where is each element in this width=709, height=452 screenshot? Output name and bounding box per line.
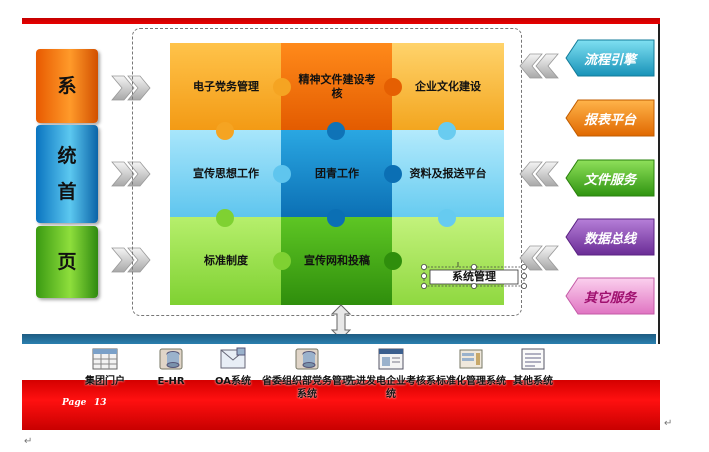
footer-red-band [22, 380, 660, 430]
paragraph-mark-icon: ↵ [664, 418, 673, 429]
chevron-right-icon [110, 74, 154, 102]
service-report-platform[interactable]: 报表平台 [562, 98, 658, 138]
top-red-bar [22, 18, 660, 24]
module-web-submission[interactable]: 宣传网和投稿 [281, 217, 393, 305]
puzzle-knob [216, 122, 234, 140]
service-file[interactable]: 文件服务 [562, 158, 658, 198]
service-data-bus[interactable]: 数据总线 [562, 217, 658, 257]
mail-icon [219, 346, 247, 372]
service-flow-engine[interactable]: 流程引擎 [562, 38, 658, 78]
chevron-left-icon [516, 160, 560, 188]
system-name: OA系统 [215, 376, 251, 387]
left-tile-orange: 系 [36, 49, 98, 123]
system-admin-textbox[interactable]: 系统管理 [420, 262, 530, 290]
integration-bar [22, 334, 656, 344]
left-char-4: 页 [57, 251, 77, 273]
system-portal[interactable]: 集团门户 [60, 346, 150, 389]
database-icon [157, 346, 185, 372]
system-other[interactable]: 其他系统 [488, 346, 578, 389]
service-label: 文件服务 [583, 172, 636, 188]
puzzle-knob [327, 122, 345, 140]
module-corporate-culture[interactable]: 企业文化建设 [392, 43, 504, 131]
window-icon [377, 346, 405, 372]
table-icon [91, 346, 119, 372]
puzzle-knob [273, 252, 291, 270]
system-party-org[interactable]: 省委组织部党务管理系统 [262, 346, 352, 401]
paragraph-mark-icon: ↵ [24, 436, 33, 447]
puzzle-knob [273, 165, 291, 183]
module-label: 宣传思想工作 [193, 166, 259, 180]
service-label: 数据总线 [583, 231, 636, 247]
service-label: 报表平台 [583, 112, 636, 128]
module-label: 电子党务管理 [193, 79, 259, 93]
module-label: 宣传网和投稿 [304, 253, 370, 267]
system-name: 先进发电企业考核系统 [346, 376, 436, 400]
server-icon [457, 346, 485, 372]
system-power-assessment[interactable]: 先进发电企业考核系统 [346, 346, 436, 401]
system-name: 标准化管理系统 [436, 376, 506, 387]
service-label: 流程引擎 [583, 52, 636, 68]
database-icon [293, 346, 321, 372]
systems-strip [22, 344, 660, 380]
left-tile-green: 页 [36, 226, 98, 298]
document-icon [519, 346, 547, 372]
page-label: Page [62, 398, 87, 408]
chevron-left-icon [516, 52, 560, 80]
module-label: 企业文化建设 [415, 79, 481, 93]
system-oa[interactable]: OA系统 [188, 346, 278, 389]
system-name: 省委组织部党务管理系统 [262, 376, 352, 400]
module-label: 资料及报送平台 [409, 166, 487, 180]
page-number: 13 [94, 398, 107, 408]
puzzle-grid: 电子党务管理 精神文件建设考核 企业文化建设 宣传思想工作 团青工作 资料及报送… [170, 43, 504, 305]
module-data-submission[interactable]: 资料及报送平台 [392, 130, 504, 218]
module-label: 标准制度 [204, 253, 248, 267]
system-admin-label: 系统管理 [452, 270, 496, 283]
left-char-1: 系 [57, 75, 77, 97]
architecture-slide: 系 统 首 页 电子党务管理 精神文件建设考核 企业文化建设 宣传思想工作 团青… [22, 18, 660, 430]
module-spirit-culture[interactable]: 精神文件建设考核 [281, 43, 393, 131]
module-label: 团青工作 [315, 166, 359, 180]
module-standards[interactable]: 标准制度 [170, 217, 282, 305]
puzzle-knob [438, 122, 456, 140]
system-name: 其他系统 [513, 376, 553, 387]
left-char-2: 统 [57, 145, 77, 167]
puzzle-knob [273, 78, 291, 96]
puzzle-knob [216, 209, 234, 227]
left-tile-blue: 统 首 [36, 125, 98, 223]
service-label: 其它服务 [583, 290, 636, 306]
puzzle-knob [384, 165, 402, 183]
module-system-admin[interactable] [392, 217, 504, 305]
puzzle-knob [384, 78, 402, 96]
chevron-right-icon [110, 246, 154, 274]
puzzle-knob [384, 252, 402, 270]
system-ehr[interactable]: E-HR [126, 346, 216, 389]
chevron-left-icon [516, 244, 560, 272]
service-other[interactable]: 其它服务 [562, 276, 658, 316]
module-e-party[interactable]: 电子党务管理 [170, 43, 282, 131]
module-youth-league[interactable]: 团青工作 [281, 130, 393, 218]
module-propaganda[interactable]: 宣传思想工作 [170, 130, 282, 218]
system-name: E-HR [157, 376, 185, 387]
left-char-3: 首 [57, 181, 77, 203]
module-label: 精神文件建设考核 [298, 72, 376, 100]
system-standardization[interactable]: 标准化管理系统 [426, 346, 516, 389]
puzzle-knob [438, 209, 456, 227]
chevron-right-icon [110, 160, 154, 188]
system-name: 集团门户 [85, 376, 125, 387]
puzzle-knob [327, 209, 345, 227]
